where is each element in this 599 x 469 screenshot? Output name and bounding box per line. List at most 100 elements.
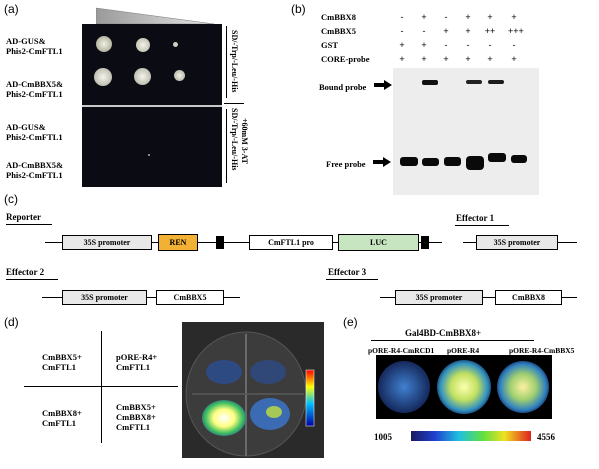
quad-1-label: CmBBX5+CmFTL1 (42, 352, 82, 372)
panel-e-title-rule (371, 340, 534, 341)
effector1-35s-box: 35S promoter (476, 235, 558, 250)
free-band (466, 156, 484, 170)
media-label-bottom-2: +60mM 3-AT (240, 118, 249, 164)
gel-lane-symbol: +++ (508, 26, 524, 36)
bound-band (466, 80, 482, 84)
gel-lane-symbol: - (444, 40, 448, 50)
media-bracket-top (226, 26, 227, 98)
gel-lane-symbol: - (400, 12, 404, 22)
gel-lane-symbol: + (399, 40, 405, 50)
gel-row-label-2: CmBBX5 (321, 26, 356, 36)
bound-arrow-icon (374, 80, 392, 90)
reporter-underline (6, 224, 52, 225)
gel-lane-symbol: ++ (484, 26, 496, 36)
reporter-35s-box: 35S promoter (62, 235, 152, 250)
leaf-luminescence-image (182, 322, 324, 458)
free-band (511, 155, 527, 163)
terminator-block (216, 236, 224, 249)
cmbbx5-box: CmBBX5 (156, 290, 224, 305)
gel-row-label-4: CORE-probe (321, 54, 370, 64)
well-label-2: pORE-R4 (447, 346, 480, 355)
luc-box: LUC (338, 234, 419, 251)
reporter-backbone (45, 242, 442, 243)
gel-lane-symbol: + (443, 26, 449, 36)
gel-lane-symbol: + (511, 12, 517, 22)
quad-horizontal (24, 386, 178, 387)
reporter-title: Reporter (6, 212, 41, 222)
row-label-1: AD-GUS&Phis2-CmFTL1 (6, 36, 63, 56)
free-probe-label: Free probe (326, 159, 366, 169)
panel-label-a: (a) (4, 2, 19, 16)
gel-lane-symbol: + (399, 54, 405, 64)
cmftl1-pro-box: CmFTL1 pro (249, 235, 333, 250)
emsa-gel-image (393, 68, 539, 195)
panel-label-e: (e) (343, 315, 358, 329)
plate-divider (82, 105, 222, 107)
row-label-2: AD-CmBBX5&Phis2-CmFTL1 (6, 79, 64, 99)
gel-lane-symbol: + (421, 12, 427, 22)
well-label-3: pORE-R4-CmBBX5 (509, 346, 575, 355)
quad-vertical (101, 331, 102, 443)
quad-4-label: CmBBX5+CmBBX8+CmFTL1 (116, 402, 156, 432)
gel-lane-symbol: + (421, 40, 427, 50)
colony (174, 70, 185, 81)
scale-max-label: 4556 (537, 432, 555, 442)
yeast-plate-image (82, 24, 222, 187)
effector2-underline (6, 279, 58, 280)
gel-lane-symbol: - (488, 40, 492, 50)
effector3-underline (326, 279, 378, 280)
gel-lane-symbol: + (465, 26, 471, 36)
effector1-underline (455, 225, 509, 226)
gel-lane-symbol: - (466, 40, 470, 50)
free-band (422, 158, 439, 166)
gel-lane-symbol: - (512, 40, 516, 50)
quad-2-label: pORE-R4+CmFTL1 (116, 352, 158, 372)
scale-min-label: 1005 (374, 432, 392, 442)
bound-band (422, 80, 438, 85)
media-bracket-bottom (226, 109, 227, 183)
quad-3-label: CmBBX8+CmFTL1 (42, 408, 82, 428)
colony (136, 38, 150, 52)
gel-row-label-3: GST (321, 40, 339, 50)
bound-band (488, 80, 504, 84)
media-label-bottom-1: SD/-Trp/-Leu/-His (230, 108, 239, 171)
bound-probe-label: Bound probe (319, 82, 367, 92)
gel-lane-symbol: + (487, 12, 493, 22)
gel-lane-symbol: - (444, 12, 448, 22)
gel-lane-symbol: - (422, 26, 426, 36)
cmbbx8-box: CmBBX8 (495, 290, 562, 305)
panel-label-d: (d) (4, 315, 19, 329)
row-label-4: AD-CmBBX5&Phis2-CmFTL1 (6, 160, 64, 180)
free-arrow-icon (373, 157, 391, 167)
dilution-wedge (96, 7, 214, 25)
gel-lane-symbol: + (443, 54, 449, 64)
colony (173, 42, 178, 47)
gel-lane-symbol: - (400, 26, 404, 36)
gel-lane-symbol: + (421, 54, 427, 64)
color-scale-bar (411, 431, 531, 441)
media-label-top: SD/-Trp/-Leu/-His (230, 30, 239, 93)
well-label-1: pORE-R4-CmRCD1 (368, 346, 435, 355)
free-band (444, 157, 461, 166)
panel-label-c: (c) (4, 192, 18, 206)
free-band (488, 153, 506, 162)
colony (134, 68, 151, 85)
colony (96, 36, 112, 52)
gel-lane-symbol: + (465, 12, 471, 22)
effector2-title: Effector 2 (6, 267, 45, 277)
panel-label-b: (b) (291, 2, 306, 16)
ren-box: REN (158, 234, 198, 251)
terminator-block (421, 236, 429, 249)
colony (148, 154, 150, 156)
gel-lane-symbol: + (487, 54, 493, 64)
effector3-title: Effector 3 (328, 267, 367, 277)
colony (94, 68, 112, 86)
gel-lane-symbol: + (465, 54, 471, 64)
row-label-3: AD-GUS&Phis2-CmFTL1 (6, 122, 63, 142)
effector2-35s-box: 35S promoter (62, 290, 147, 305)
effector3-35s-box: 35S promoter (395, 290, 483, 305)
well-luminescence-image (376, 355, 552, 419)
gel-row-label-1: CmBBX8 (321, 12, 356, 22)
effector1-title: Effector 1 (456, 213, 495, 223)
media-separator (224, 103, 244, 104)
